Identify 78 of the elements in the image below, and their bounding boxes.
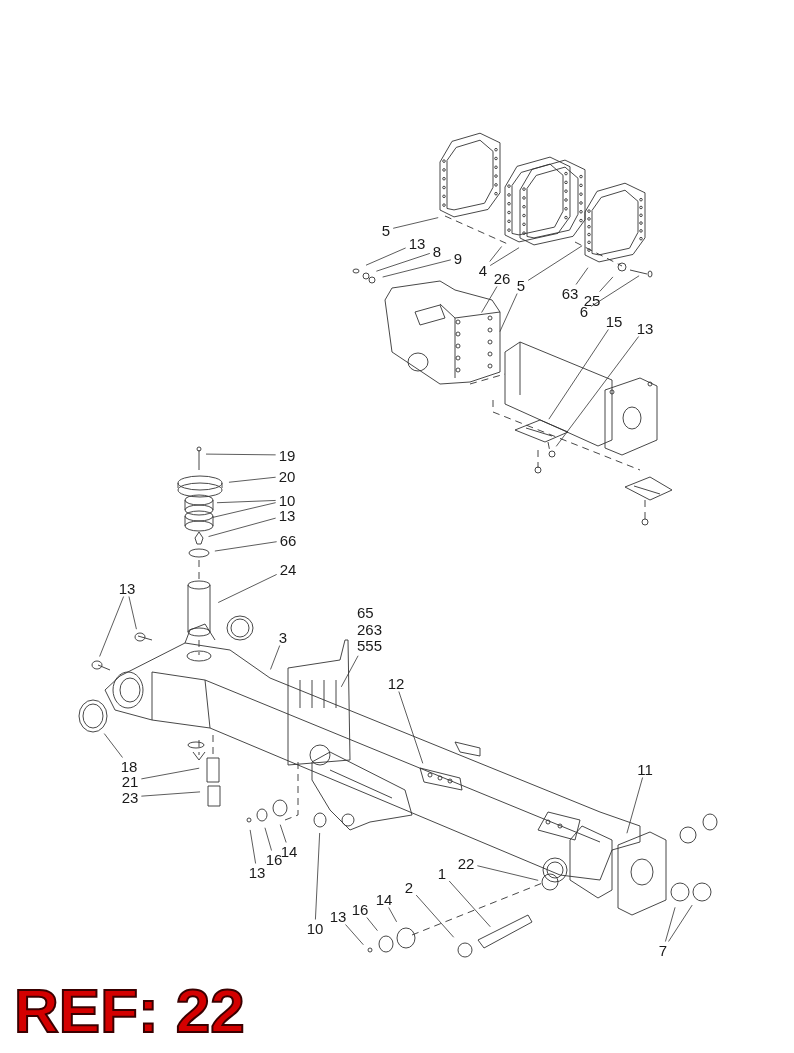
leader-line: [249, 829, 256, 864]
leader-line: [365, 247, 407, 266]
leader-line: [415, 894, 455, 938]
leader-line: [481, 286, 498, 313]
leader-line: [205, 453, 277, 456]
callout-number: 14: [374, 891, 394, 907]
callout-number: 11: [636, 761, 654, 777]
leader-line: [345, 924, 364, 946]
callout-number: 3: [277, 629, 289, 645]
leader-line: [214, 541, 278, 552]
leader-line: [590, 275, 640, 307]
callout-number: 13: [328, 908, 348, 924]
leader-line: [99, 596, 124, 657]
leader-line: [340, 655, 359, 688]
callout-number: 13: [407, 235, 427, 251]
leader-line: [668, 904, 693, 942]
leader-line: [228, 476, 277, 483]
callout-number: 13: [635, 320, 655, 336]
callout-number: 65 263 555: [356, 605, 388, 655]
callout-number: 5: [515, 277, 527, 293]
leader-line: [216, 500, 277, 504]
callout-number: 16: [350, 901, 370, 917]
leader-line: [382, 259, 452, 278]
leader-line: [103, 733, 123, 758]
leader-line: [279, 824, 287, 843]
callout-number: 10: [277, 492, 297, 508]
callout-number: 20: [277, 468, 297, 484]
leader-line: [388, 907, 397, 923]
callout-number: 1: [436, 865, 448, 881]
leader-line: [398, 691, 424, 764]
leader-line: [489, 247, 520, 266]
callout-number: 22: [456, 855, 476, 871]
leader-line: [212, 502, 277, 518]
leader-line: [476, 865, 539, 881]
callout-number: 23: [120, 789, 140, 805]
callout-number: 9: [452, 250, 464, 266]
leader-line: [555, 336, 640, 447]
leader-line: [448, 880, 491, 928]
callout-number: 2: [403, 879, 415, 895]
leader-line: [128, 596, 137, 630]
leader-line: [499, 293, 518, 332]
callout-number: 7: [657, 942, 669, 958]
leader-line: [489, 246, 503, 262]
leader-line: [270, 645, 281, 670]
leader-line: [665, 906, 676, 942]
callout-number: 10: [305, 920, 325, 936]
leader-line: [527, 245, 583, 281]
callout-number: 63: [560, 285, 580, 301]
leader-line: [315, 832, 321, 920]
leader-line: [366, 917, 378, 932]
callout-number: 21: [120, 773, 140, 789]
callout-number: 16: [264, 851, 284, 867]
callout-number: 13: [277, 507, 297, 523]
callout-number: 8: [431, 243, 443, 259]
leader-line: [208, 517, 277, 537]
leader-line: [140, 791, 201, 797]
callout-number: 4: [477, 262, 489, 278]
leader-line: [264, 827, 272, 851]
leader-line: [217, 574, 278, 603]
callout-number: 19: [277, 447, 297, 463]
leader-line: [392, 217, 439, 229]
callout-number: 25: [582, 292, 602, 308]
callout-number: 12: [386, 675, 406, 691]
callout-number: 15: [604, 313, 624, 329]
leader-line: [548, 329, 609, 420]
reference-label: REF: 22: [14, 980, 245, 1042]
callout-number: 26: [492, 270, 512, 286]
callout-number: 66: [278, 532, 298, 548]
callout-number: 24: [278, 561, 298, 577]
leader-line: [140, 767, 200, 780]
leader-line: [599, 276, 614, 292]
callout-number: 13: [117, 580, 137, 596]
callout-number: 13: [247, 864, 267, 880]
callout-number: 5: [380, 222, 392, 238]
callout-number: 18: [119, 758, 139, 774]
leader-line: [376, 253, 431, 272]
leader-line: [575, 267, 589, 285]
leader-line: [626, 777, 643, 834]
